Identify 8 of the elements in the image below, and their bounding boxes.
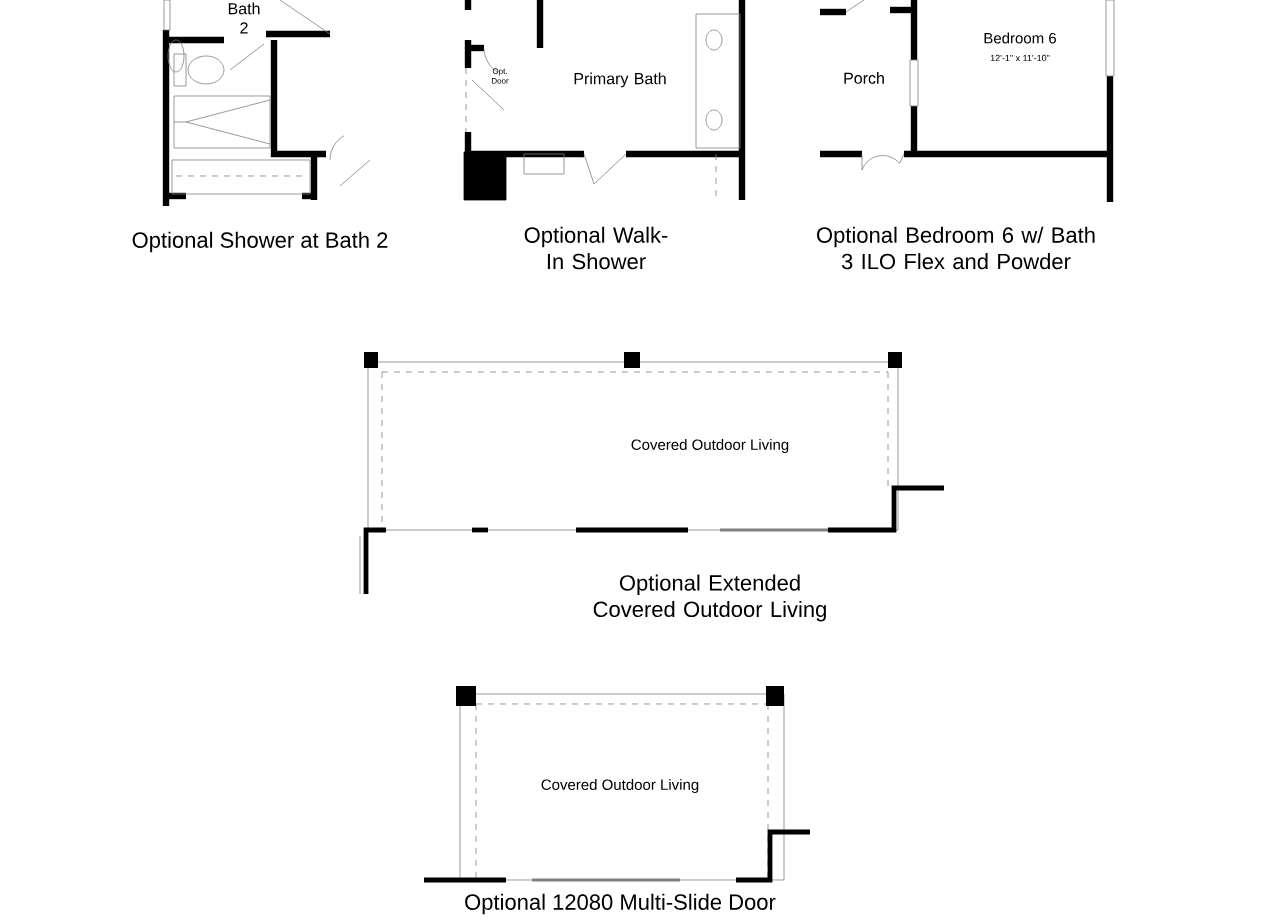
caption: Optional 12080 Multi-Slide Door — [465, 893, 776, 915]
caption: Optional Bedroom 6 w/ Bath 3 ILO Flex and Powder — [817, 226, 1095, 270]
room-label: Primary Bath — [574, 72, 666, 88]
caption: Optional Shower at Bath 2 — [132, 231, 388, 253]
caption: Optional Extended Covered Outdoor Living — [593, 574, 826, 622]
room-label: Porch — [844, 72, 884, 84]
caption: Optional Walk-In Shower — [524, 226, 668, 270]
room-label: Bath 2 — [228, 2, 260, 34]
